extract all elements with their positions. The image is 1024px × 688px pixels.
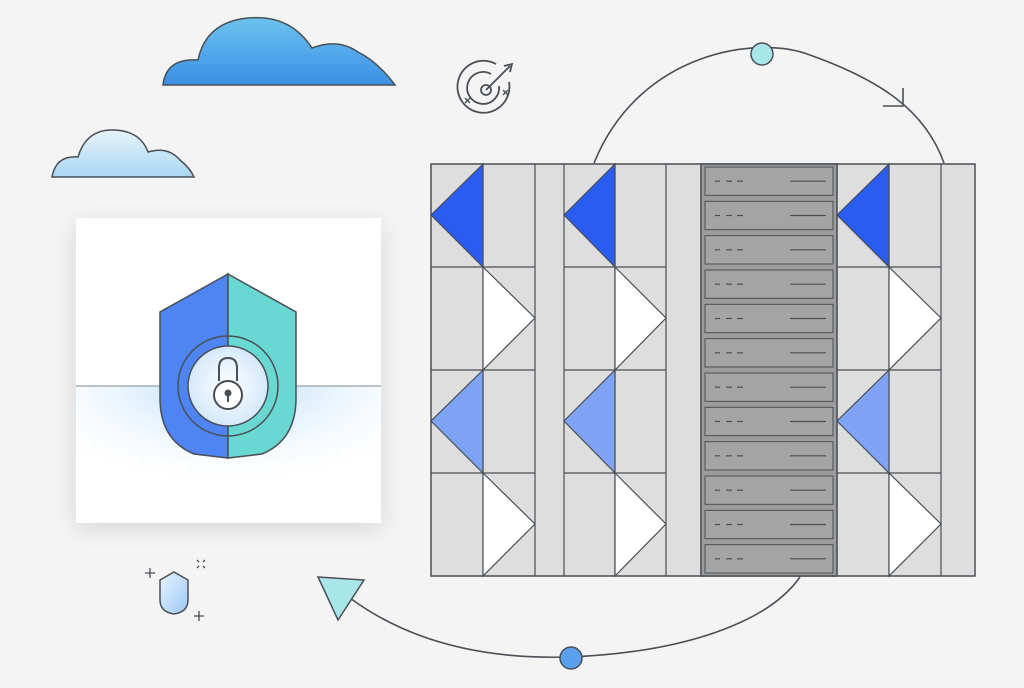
cloud-icon-small (51, 129, 196, 178)
server-slot (704, 475, 834, 505)
triangle-tile (836, 162, 890, 269)
server-slot (704, 372, 834, 402)
datacenter-panel (430, 162, 976, 578)
server-slot (704, 441, 834, 471)
flow-node-bottom (559, 646, 583, 670)
triangle-tile (430, 368, 484, 475)
triangle-tile (888, 265, 942, 372)
triangle-tile (614, 265, 667, 372)
sparkle-icon (145, 559, 206, 621)
server-slot (704, 544, 834, 574)
security-card (76, 218, 381, 523)
flow-arc-top (593, 46, 945, 164)
shield-icon (159, 571, 189, 615)
server-slot (704, 166, 834, 196)
server-rack (700, 163, 838, 577)
server-slot (704, 269, 834, 299)
cloud-icon-large (162, 16, 397, 86)
server-slot (704, 235, 834, 265)
triangle-tile (614, 471, 667, 578)
triangle-tile (888, 471, 942, 578)
triangle-tile (430, 162, 484, 269)
server-slot (704, 406, 834, 437)
server-slot (704, 200, 834, 231)
server-slot (704, 303, 834, 334)
card-graphic (76, 272, 381, 523)
triangle-tile (482, 265, 536, 372)
server-slot (704, 509, 834, 540)
triangle-tile (482, 471, 536, 578)
target-icon (456, 59, 514, 114)
padlock-icon (213, 356, 243, 410)
flow-node-top (750, 42, 774, 66)
triangle-tile (563, 162, 616, 269)
server-slot (704, 338, 834, 368)
flow-arc-bottom (349, 576, 801, 659)
triangle-tile (836, 368, 890, 475)
flow-arc-head-icon (883, 88, 904, 107)
flow-arrowhead-icon (316, 576, 366, 622)
triangle-tile (563, 368, 616, 475)
